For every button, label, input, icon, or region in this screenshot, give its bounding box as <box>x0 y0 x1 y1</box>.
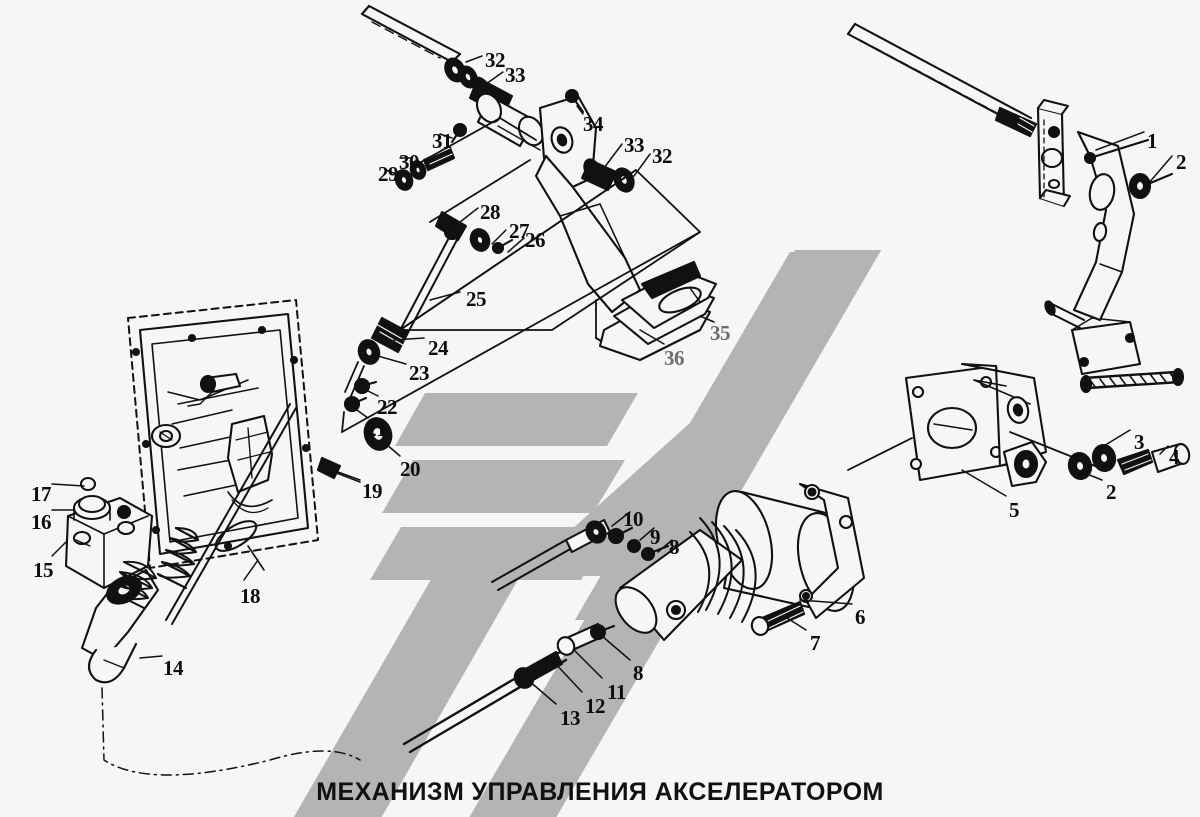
callout-24: 24 <box>428 336 449 360</box>
callout-13: 13 <box>560 706 581 730</box>
callout-2b: 2 <box>1106 480 1117 504</box>
callout-30: 30 <box>399 150 420 174</box>
mount-plate-5 <box>847 362 1101 488</box>
hardware-19-22 <box>316 377 393 483</box>
callout-18: 18 <box>240 584 261 608</box>
callout-11: 11 <box>607 680 626 704</box>
upper-left-shaft <box>360 4 462 64</box>
callout-1: 1 <box>1147 129 1158 153</box>
callout-19: 19 <box>362 479 383 503</box>
callout-20: 20 <box>400 457 421 481</box>
callout-14: 14 <box>163 656 184 680</box>
leader-lines <box>51 55 1173 705</box>
callout-32b: 32 <box>652 144 673 168</box>
callout-9: 9 <box>650 525 661 549</box>
callout-3: 3 <box>1134 430 1145 454</box>
nut-2-upper <box>1128 172 1174 200</box>
callout-26: 26 <box>525 228 546 252</box>
linkage-rod-25 <box>344 210 514 397</box>
callout-29: 29 <box>378 162 399 186</box>
callout-35: 35 <box>710 321 731 345</box>
callout-4: 4 <box>1169 445 1180 469</box>
callout-5: 5 <box>1009 498 1020 522</box>
callout-36: 36 <box>664 346 685 370</box>
watermark-chevron-logo <box>293 250 882 817</box>
callout-7: 7 <box>810 631 821 655</box>
callout-21: 21 <box>366 417 387 441</box>
callout-8a: 8 <box>669 535 680 559</box>
callout-23: 23 <box>409 361 430 385</box>
callout-10: 10 <box>623 507 644 531</box>
callout-31: 31 <box>432 129 453 153</box>
floor-bracket-plate <box>399 169 701 331</box>
pedal-pad <box>598 260 718 362</box>
callout-28: 28 <box>480 200 501 224</box>
callout-15: 15 <box>33 558 54 582</box>
callout-32a: 32 <box>485 48 506 72</box>
callout-34: 34 <box>583 112 604 136</box>
bracket-right <box>1036 98 1072 208</box>
callout-6: 6 <box>855 605 866 629</box>
callout-2a: 2 <box>1176 150 1187 174</box>
callout-8b: 8 <box>633 661 644 685</box>
block-right <box>1044 300 1142 376</box>
callout-12: 12 <box>585 694 606 718</box>
sheet-edge <box>341 231 701 433</box>
rod-18 <box>165 403 297 625</box>
diagram-caption: МЕХАНИЗМ УПРАВЛЕНИЯ АКСЕЛЕРАТОРОМ <box>316 778 884 806</box>
return-spring <box>156 526 200 590</box>
hardware-2-3-4 <box>1067 442 1191 480</box>
callout-17: 17 <box>31 482 52 506</box>
firewall-housing <box>127 299 319 569</box>
callout-33a: 33 <box>505 63 526 87</box>
actuator-14-17 <box>64 476 361 776</box>
upper-right-shaft <box>846 22 1033 130</box>
pin-right <box>994 106 1038 138</box>
callout-25: 25 <box>466 287 487 311</box>
callout-33b: 33 <box>624 133 645 157</box>
callout-22: 22 <box>377 395 398 419</box>
diagram-linework <box>51 4 1191 776</box>
pneumatic-cylinder <box>402 482 866 754</box>
bellcrank-arms <box>413 117 537 223</box>
lever-arm-1 <box>1072 130 1150 322</box>
callout-27: 27 <box>509 219 530 243</box>
threaded-rod-right <box>1079 367 1185 394</box>
callout-16: 16 <box>31 510 52 534</box>
